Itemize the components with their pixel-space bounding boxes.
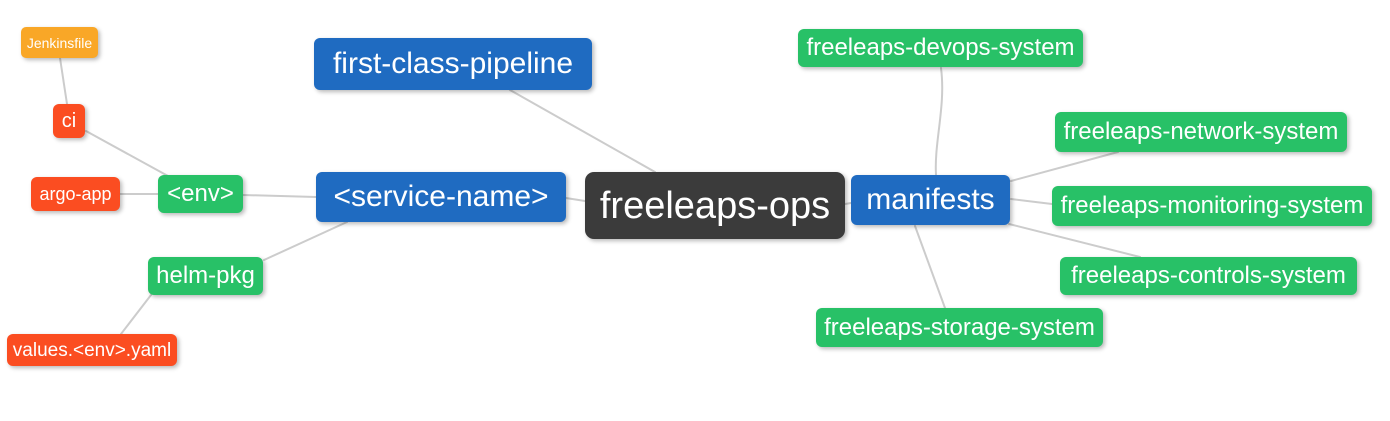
edge-manifests-storage [914,225,946,309]
edge-jenkinsfile-ci [59,57,68,105]
edge-root-manifests [844,202,852,205]
node-env[interactable]: <env> [158,175,243,213]
node-freeleaps-network-system[interactable]: freeleaps-network-system [1055,112,1347,152]
node-freeleaps-devops-system[interactable]: freeleaps-devops-system [798,29,1083,67]
node-values-env-yaml[interactable]: values.<env>.yaml [7,334,177,366]
node-service-name[interactable]: <service-name> [316,172,566,222]
edge-ci-env [85,130,169,177]
node-first-class-pipeline[interactable]: first-class-pipeline [314,38,592,90]
node-jenkinsfile[interactable]: Jenkinsfile [21,27,98,58]
edge-env-service-name [242,194,317,198]
edge-pipeline-root [509,89,656,173]
node-freeleaps-ops-root[interactable]: freeleaps-ops [585,172,845,239]
node-helm-pkg[interactable]: helm-pkg [148,257,263,295]
edge-service-name-helm-pkg [263,221,348,261]
edge-service-name-root [565,197,586,202]
edge-manifests-monitoring [1010,198,1053,205]
node-manifests[interactable]: manifests [851,175,1010,225]
node-freeleaps-monitoring-system[interactable]: freeleaps-monitoring-system [1052,186,1372,226]
edge-helm-pkg-values [120,294,152,335]
node-argo-app[interactable]: argo-app [31,177,120,211]
node-freeleaps-storage-system[interactable]: freeleaps-storage-system [816,308,1103,347]
edge-group [59,57,1141,335]
node-ci[interactable]: ci [53,104,85,138]
node-freeleaps-controls-system[interactable]: freeleaps-controls-system [1060,257,1357,295]
edge-manifests-devops [934,67,944,176]
edge-manifests-controls [1008,223,1141,258]
edge-manifests-network [1010,151,1119,182]
